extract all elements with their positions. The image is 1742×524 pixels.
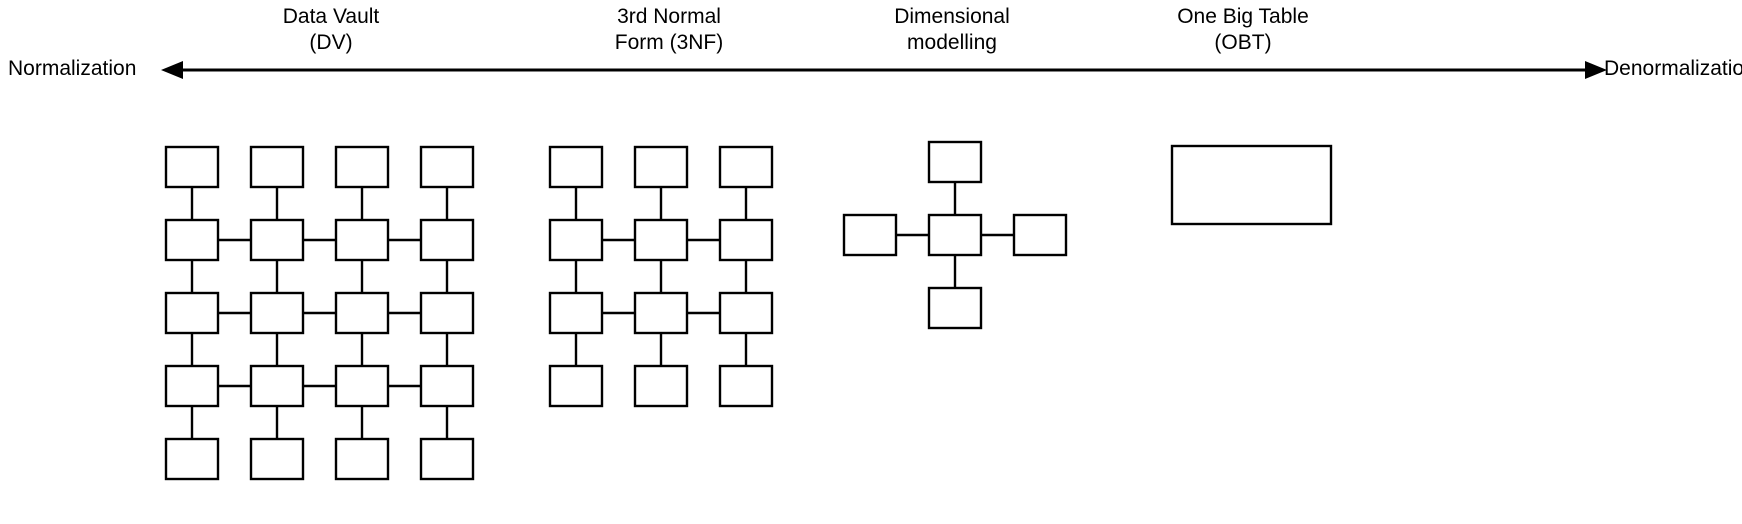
third-normal-form-node (548, 145, 604, 189)
third-normal-form-node (633, 291, 689, 335)
third-normal-form-node (718, 218, 774, 262)
arrow-head-left-icon (161, 61, 183, 79)
stage-label-dimensional-modelling: Dimensional modelling (894, 5, 1010, 54)
data-vault-node (249, 437, 305, 481)
data-vault-node (164, 364, 220, 408)
arrow-head-right-icon (1585, 61, 1607, 79)
third-normal-form-node (718, 145, 774, 189)
third-normal-form-node (718, 291, 774, 335)
third-normal-form-node (633, 218, 689, 262)
third-normal-form-node (548, 218, 604, 262)
data-vault-node (334, 364, 390, 408)
data-vault-node (334, 437, 390, 481)
dimensional-modelling-dimension-node (927, 286, 983, 330)
one-big-table-node (1170, 144, 1333, 226)
data-vault-node (249, 291, 305, 335)
dimensional-modelling-fact-node (927, 213, 983, 257)
data-vault-node (249, 364, 305, 408)
data-vault-node (164, 291, 220, 335)
data-vault-node (164, 145, 220, 189)
data-vault-node (419, 364, 475, 408)
third-normal-form-node (633, 145, 689, 189)
dimensional-modelling-dimension-node (842, 213, 898, 257)
dimensional-modelling-dimension-node (927, 140, 983, 184)
axis-label-normalization: Normalization (8, 57, 137, 80)
data-vault-node (334, 291, 390, 335)
data-vault-node (419, 145, 475, 189)
data-vault-node (164, 218, 220, 262)
data-vault-node (419, 437, 475, 481)
third-normal-form-node (548, 291, 604, 335)
stage-label-one-big-table: One Big Table (OBT) (1177, 5, 1309, 54)
axis-label-denormalization: Denormalization (1604, 57, 1742, 80)
data-vault-node (334, 145, 390, 189)
stage-label-third-normal-form: 3rd Normal Form (3NF) (614, 5, 724, 54)
third-normal-form-node (633, 364, 689, 408)
data-vault-node (419, 291, 475, 335)
third-normal-form-node (548, 364, 604, 408)
data-vault-node (334, 218, 390, 262)
data-vault-node (249, 218, 305, 262)
data-vault-node (419, 218, 475, 262)
data-vault-node (164, 437, 220, 481)
data-vault-node (249, 145, 305, 189)
third-normal-form-node (718, 364, 774, 408)
stage-label-data-vault: Data Vault (DV) (282, 5, 380, 54)
dimensional-modelling-dimension-node (1012, 213, 1068, 257)
